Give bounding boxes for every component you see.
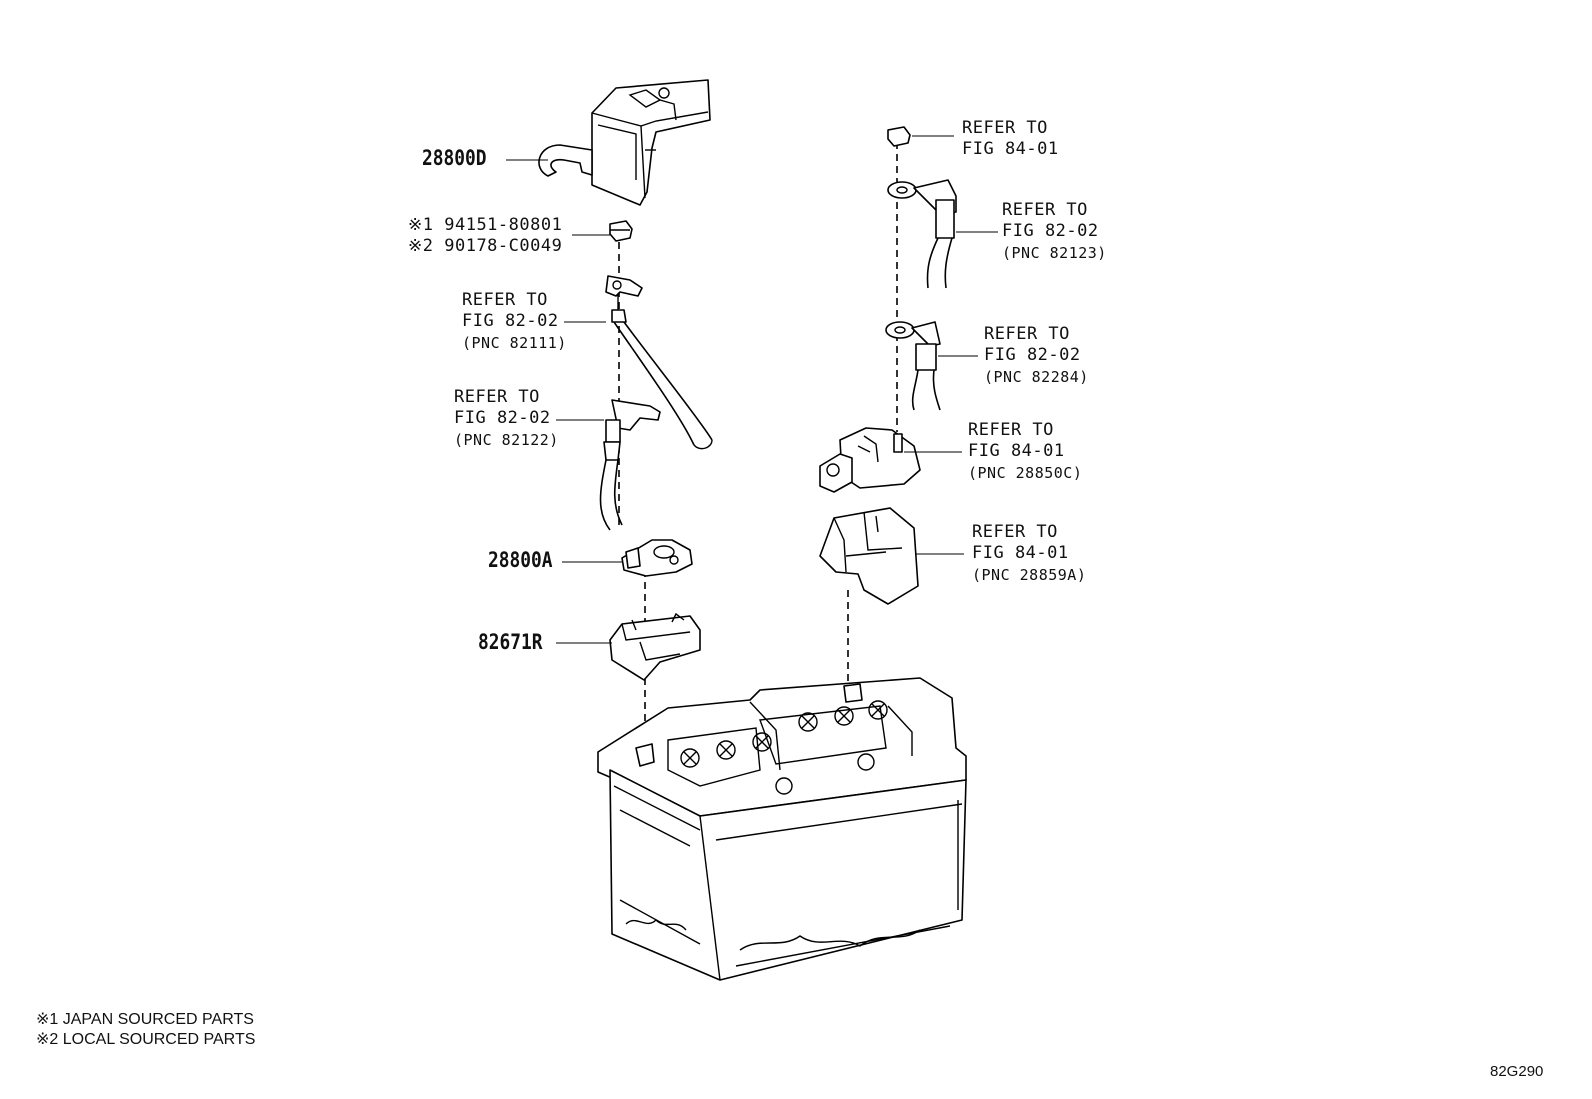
ref-82284-line1: REFER TO bbox=[984, 324, 1070, 344]
battery-terminal-part bbox=[621, 539, 693, 577]
cable-82284-part bbox=[885, 321, 941, 411]
holder-part-number: 82671R bbox=[478, 630, 543, 654]
terminal-holder-part bbox=[609, 612, 701, 681]
ref-28850c-line1: REFER TO bbox=[968, 420, 1054, 440]
ref-82111-line1: REFER TO bbox=[462, 290, 548, 310]
cable-82122-part bbox=[599, 399, 661, 531]
cover-part-number: 28800D bbox=[422, 146, 487, 170]
positive-terminal-part bbox=[819, 427, 921, 493]
ref-28859a-line1: REFER TO bbox=[972, 522, 1058, 542]
ref-82122-line1: REFER TO bbox=[454, 387, 540, 407]
ref-82111-line3: (PNC 82111) bbox=[462, 334, 567, 352]
footnote-local: ※2 LOCAL SOURCED PARTS bbox=[36, 1031, 256, 1048]
ref-82123-line1: REFER TO bbox=[1002, 200, 1088, 220]
ref-82123-line3: (PNC 82123) bbox=[1002, 244, 1107, 262]
nut-japan-label: ※1 94151-80801 bbox=[408, 217, 562, 234]
terminal-part-number: 28800A bbox=[488, 548, 553, 572]
cable-82111-part bbox=[605, 275, 713, 450]
local-mark: ※2 bbox=[408, 236, 434, 256]
ref-28859a-line3: (PNC 28859A) bbox=[972, 566, 1087, 584]
ref-82123-line2: FIG 82-02 bbox=[1002, 221, 1099, 241]
ref-28859a-line2: FIG 84-01 bbox=[972, 543, 1069, 563]
cable-82123-part bbox=[887, 179, 957, 289]
ref-82284-line3: (PNC 82284) bbox=[984, 368, 1089, 386]
nut-left-part bbox=[609, 220, 633, 242]
ref-82122-line3: (PNC 82122) bbox=[454, 431, 559, 449]
nut-local-part-number: 90178-C0049 bbox=[444, 236, 563, 256]
nut-right-part bbox=[887, 126, 911, 147]
footnote-japan: ※1 JAPAN SOURCED PARTS bbox=[36, 1011, 254, 1028]
ref-28850c-line2: FIG 84-01 bbox=[968, 441, 1065, 461]
figure-id: 82G290 bbox=[1490, 1063, 1544, 1080]
nut-local-label: ※2 90178-C0049 bbox=[408, 238, 562, 255]
battery-part bbox=[597, 677, 967, 981]
japan-mark: ※1 bbox=[408, 215, 434, 235]
ref-82284-line2: FIG 82-02 bbox=[984, 345, 1081, 365]
ref-nut-right-line2: FIG 84-01 bbox=[962, 139, 1059, 159]
ref-nut-right-line1: REFER TO bbox=[962, 118, 1048, 138]
nut-japan-part-number: 94151-80801 bbox=[444, 215, 563, 235]
ref-82122-line2: FIG 82-02 bbox=[454, 408, 551, 428]
ref-28850c-line3: (PNC 28850C) bbox=[968, 464, 1083, 482]
terminal-cover-part bbox=[538, 79, 711, 206]
ref-82111-line2: FIG 82-02 bbox=[462, 311, 559, 331]
positive-terminal-cover-part bbox=[819, 507, 919, 605]
